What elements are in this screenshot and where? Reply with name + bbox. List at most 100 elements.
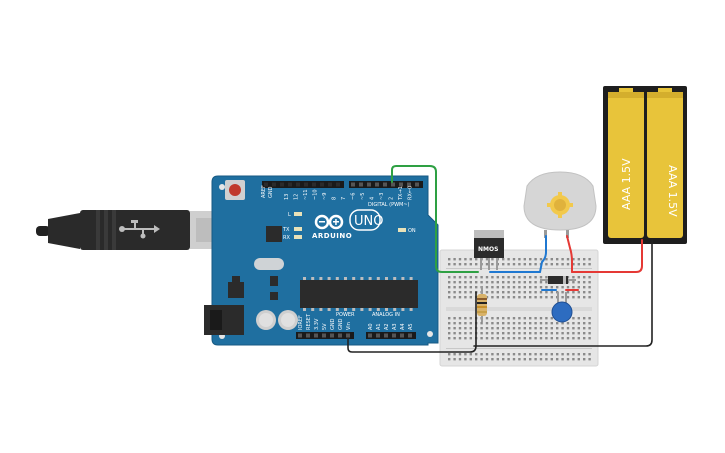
breadboard-hole[interactable]: [448, 258, 451, 261]
breadboard-hole[interactable]: [491, 291, 494, 294]
breadboard-hole[interactable]: [518, 286, 521, 289]
breadboard-hole[interactable]: [529, 276, 532, 279]
header-pin[interactable]: [384, 333, 388, 338]
breadboard-hole[interactable]: [496, 332, 499, 335]
breadboard-hole[interactable]: [458, 296, 462, 299]
breadboard-hole[interactable]: [480, 322, 483, 325]
breadboard-hole[interactable]: [588, 332, 591, 335]
breadboard-hole[interactable]: [523, 337, 526, 340]
breadboard-hole[interactable]: [518, 263, 521, 266]
breadboard-hole[interactable]: [529, 337, 532, 340]
breadboard-hole[interactable]: [512, 281, 516, 284]
breadboard-hole[interactable]: [448, 317, 451, 320]
breadboard-hole[interactable]: [518, 258, 521, 261]
breadboard-hole[interactable]: [566, 263, 570, 266]
battery-pack[interactable]: AAA 1.5V AAA 1.5V: [603, 86, 687, 244]
breadboard-hole[interactable]: [518, 317, 521, 320]
breadboard-hole[interactable]: [534, 286, 537, 289]
breadboard-hole[interactable]: [448, 327, 451, 330]
breadboard-hole[interactable]: [539, 276, 543, 279]
breadboard-hole[interactable]: [583, 276, 586, 279]
breadboard-hole[interactable]: [485, 286, 489, 289]
breadboard-hole[interactable]: [475, 276, 478, 279]
breadboard-hole[interactable]: [529, 281, 532, 284]
breadboard-hole[interactable]: [469, 263, 472, 266]
breadboard-hole[interactable]: [545, 337, 548, 340]
breadboard-hole[interactable]: [507, 281, 510, 284]
breadboard-hole[interactable]: [458, 332, 462, 335]
breadboard-hole[interactable]: [491, 353, 494, 356]
breadboard-hole[interactable]: [539, 353, 543, 356]
breadboard-hole[interactable]: [458, 358, 462, 361]
breadboard-hole[interactable]: [577, 322, 580, 325]
breadboard-hole[interactable]: [448, 291, 451, 294]
breadboard-hole[interactable]: [496, 322, 499, 325]
breadboard-hole[interactable]: [539, 337, 543, 340]
breadboard-hole[interactable]: [518, 296, 521, 299]
breadboard-hole[interactable]: [583, 332, 586, 335]
breadboard-hole[interactable]: [539, 322, 543, 325]
breadboard-hole[interactable]: [507, 337, 510, 340]
header-pin[interactable]: [322, 333, 326, 338]
breadboard-hole[interactable]: [588, 263, 591, 266]
breadboard-hole[interactable]: [566, 258, 570, 261]
breadboard-hole[interactable]: [523, 353, 526, 356]
breadboard-hole[interactable]: [469, 281, 472, 284]
breadboard-hole[interactable]: [534, 263, 537, 266]
header-pin[interactable]: [328, 182, 332, 187]
breadboard-hole[interactable]: [550, 358, 553, 361]
header-pin[interactable]: [399, 182, 403, 187]
breadboard-hole[interactable]: [491, 286, 494, 289]
breadboard-hole[interactable]: [577, 296, 580, 299]
breadboard-hole[interactable]: [464, 317, 467, 320]
breadboard-hole[interactable]: [480, 332, 483, 335]
breadboard-hole[interactable]: [453, 286, 456, 289]
header-pin[interactable]: [359, 182, 363, 187]
breadboard-hole[interactable]: [469, 291, 472, 294]
header-pin[interactable]: [314, 333, 318, 338]
breadboard-hole[interactable]: [485, 276, 489, 279]
breadboard-hole[interactable]: [534, 317, 537, 320]
breadboard-hole[interactable]: [550, 337, 553, 340]
breadboard-hole[interactable]: [448, 286, 451, 289]
breadboard-hole[interactable]: [539, 358, 543, 361]
breadboard-hole[interactable]: [577, 332, 580, 335]
breadboard-hole[interactable]: [485, 327, 489, 330]
breadboard-hole[interactable]: [512, 291, 516, 294]
breadboard-hole[interactable]: [561, 296, 564, 299]
breadboard-hole[interactable]: [502, 317, 505, 320]
breadboard-hole[interactable]: [572, 327, 575, 330]
breadboard-hole[interactable]: [556, 258, 559, 261]
breadboard-hole[interactable]: [507, 317, 510, 320]
breadboard-hole[interactable]: [512, 327, 516, 330]
breadboard-hole[interactable]: [464, 358, 467, 361]
breadboard-hole[interactable]: [453, 296, 456, 299]
breadboard-hole[interactable]: [545, 281, 548, 284]
breadboard-hole[interactable]: [534, 332, 537, 335]
breadboard-hole[interactable]: [518, 337, 521, 340]
breadboard-hole[interactable]: [561, 291, 564, 294]
breadboard-hole[interactable]: [539, 281, 543, 284]
breadboard-hole[interactable]: [458, 276, 462, 279]
breadboard-hole[interactable]: [485, 317, 489, 320]
breadboard-hole[interactable]: [464, 263, 467, 266]
breadboard-hole[interactable]: [572, 291, 575, 294]
breadboard-hole[interactable]: [512, 276, 516, 279]
breadboard-hole[interactable]: [496, 358, 499, 361]
breadboard-hole[interactable]: [545, 291, 548, 294]
breadboard-hole[interactable]: [491, 332, 494, 335]
breadboard-hole[interactable]: [556, 263, 559, 266]
breadboard-hole[interactable]: [534, 353, 537, 356]
header-pin[interactable]: [330, 333, 334, 338]
breadboard-hole[interactable]: [561, 263, 564, 266]
breadboard-hole[interactable]: [583, 322, 586, 325]
header-pin[interactable]: [336, 182, 340, 187]
breadboard-hole[interactable]: [572, 332, 575, 335]
breadboard-hole[interactable]: [566, 327, 570, 330]
breadboard-hole[interactable]: [572, 317, 575, 320]
breadboard-hole[interactable]: [458, 317, 462, 320]
breadboard-hole[interactable]: [545, 353, 548, 356]
breadboard-hole[interactable]: [518, 276, 521, 279]
breadboard-hole[interactable]: [485, 353, 489, 356]
breadboard-hole[interactable]: [502, 353, 505, 356]
